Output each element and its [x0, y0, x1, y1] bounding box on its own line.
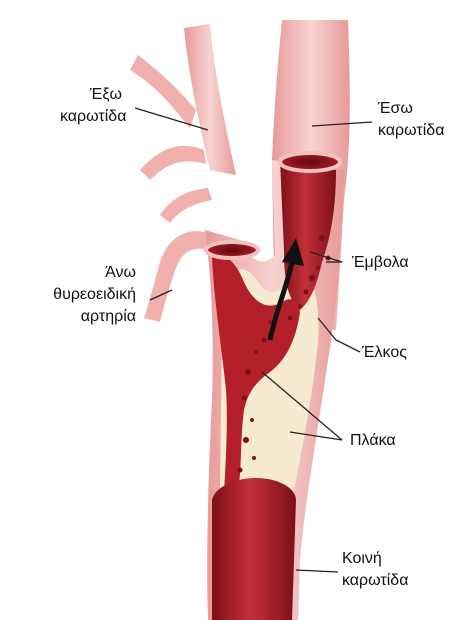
- label-emboli: Έμβολα: [352, 252, 409, 274]
- label-ulcer: Έλκος: [362, 342, 407, 364]
- label-superior-thyroid-line3: αρτηρία: [10, 306, 136, 328]
- label-internal-carotid-line1: Έσω: [378, 98, 444, 120]
- label-internal-carotid-line2: καρωτίδα: [378, 120, 444, 142]
- common-carotid-lumen: [212, 478, 296, 620]
- external-carotid-opening: [206, 242, 258, 258]
- label-superior-thyroid-line1: Άνω: [10, 262, 136, 284]
- internal-carotid-opening: [280, 153, 340, 171]
- label-external-carotid-line2: καρωτίδα: [60, 106, 122, 128]
- label-external-carotid: Έξω καρωτίδα: [60, 84, 122, 128]
- label-common-carotid-line2: καρωτίδα: [342, 570, 408, 592]
- superior-thyroid-artery-vessel: [144, 231, 210, 322]
- label-superior-thyroid-line2: θυρεοειδική: [10, 284, 136, 306]
- label-external-carotid-line1: Έξω: [60, 84, 122, 106]
- label-superior-thyroid-artery: Άνω θυρεοειδική αρτηρία: [10, 262, 136, 328]
- external-carotid-branches: [130, 24, 236, 223]
- label-common-carotid-line1: Κοινή: [342, 548, 408, 570]
- label-common-carotid: Κοινή καρωτίδα: [342, 548, 408, 592]
- label-internal-carotid: Έσω καρωτίδα: [378, 98, 444, 142]
- label-plaque: Πλάκα: [350, 430, 396, 452]
